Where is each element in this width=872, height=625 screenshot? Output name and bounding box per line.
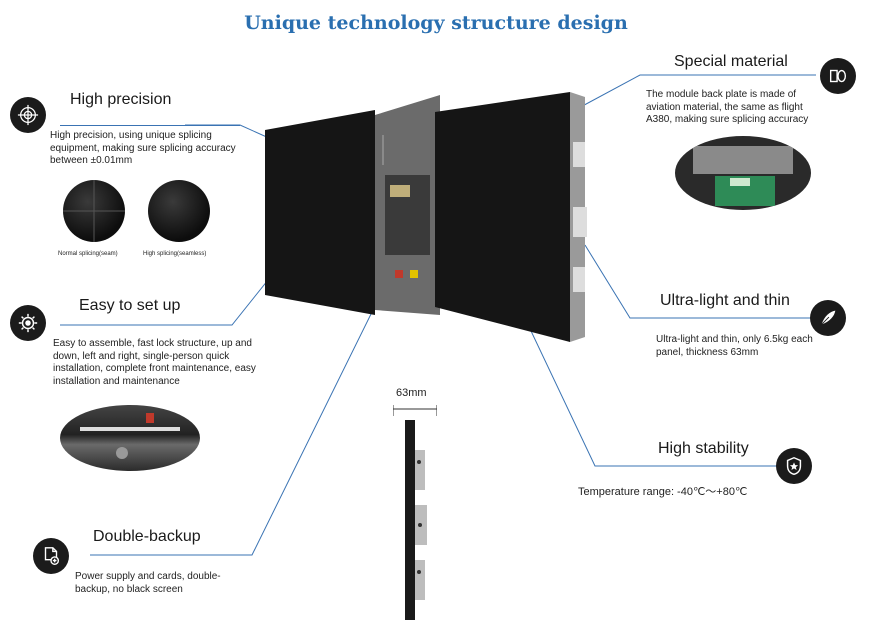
- high-stability-description: Temperature range: -40℃～+80℃: [578, 486, 748, 498]
- double-backup-title: Double-backup: [93, 528, 201, 545]
- high-precision-underline: [60, 125, 240, 126]
- high-splicing-caption: High splicing(seamless): [143, 251, 207, 257]
- easy-setup-title: Easy to set up: [79, 297, 181, 314]
- shield-star-icon: [776, 448, 812, 484]
- double-backup-description: Power supply and cards, double-backup, n…: [75, 571, 221, 595]
- ultra-light-title: Ultra-light and thin: [660, 292, 790, 309]
- high-stability-title: High stability: [658, 440, 749, 457]
- ultra-light-description: Ultra-light and thin, only 6.5kg each pa…: [656, 334, 813, 358]
- special-material-description: The module back plate is made of aviatio…: [646, 89, 809, 125]
- feather-icon: [810, 300, 846, 336]
- material-blocks-icon: [820, 58, 856, 94]
- right-panel: [435, 92, 595, 342]
- gear-wrench-icon: [10, 305, 46, 341]
- special-material-title: Special material: [674, 53, 788, 70]
- normal-splicing-caption: Normal splicing(seam): [58, 251, 118, 257]
- high-splicing-photo: [148, 180, 210, 242]
- side-profile: [392, 400, 438, 620]
- crosshair-icon: [10, 97, 46, 133]
- document-backup-icon: [33, 538, 69, 574]
- high-precision-description: High precision, using unique splicing eq…: [50, 130, 236, 166]
- page-title: Unique technology structure design: [244, 12, 628, 34]
- open-cabinet: [375, 95, 440, 315]
- installation-photo: [60, 405, 200, 471]
- left-panel: [265, 110, 375, 315]
- normal-splicing-photo: [63, 180, 125, 242]
- easy-setup-description: Easy to assemble, fast lock structure, u…: [53, 338, 256, 387]
- thickness-label: 63mm: [396, 387, 427, 399]
- high-precision-title: High precision: [70, 91, 172, 108]
- back-plate-photo: [675, 136, 811, 210]
